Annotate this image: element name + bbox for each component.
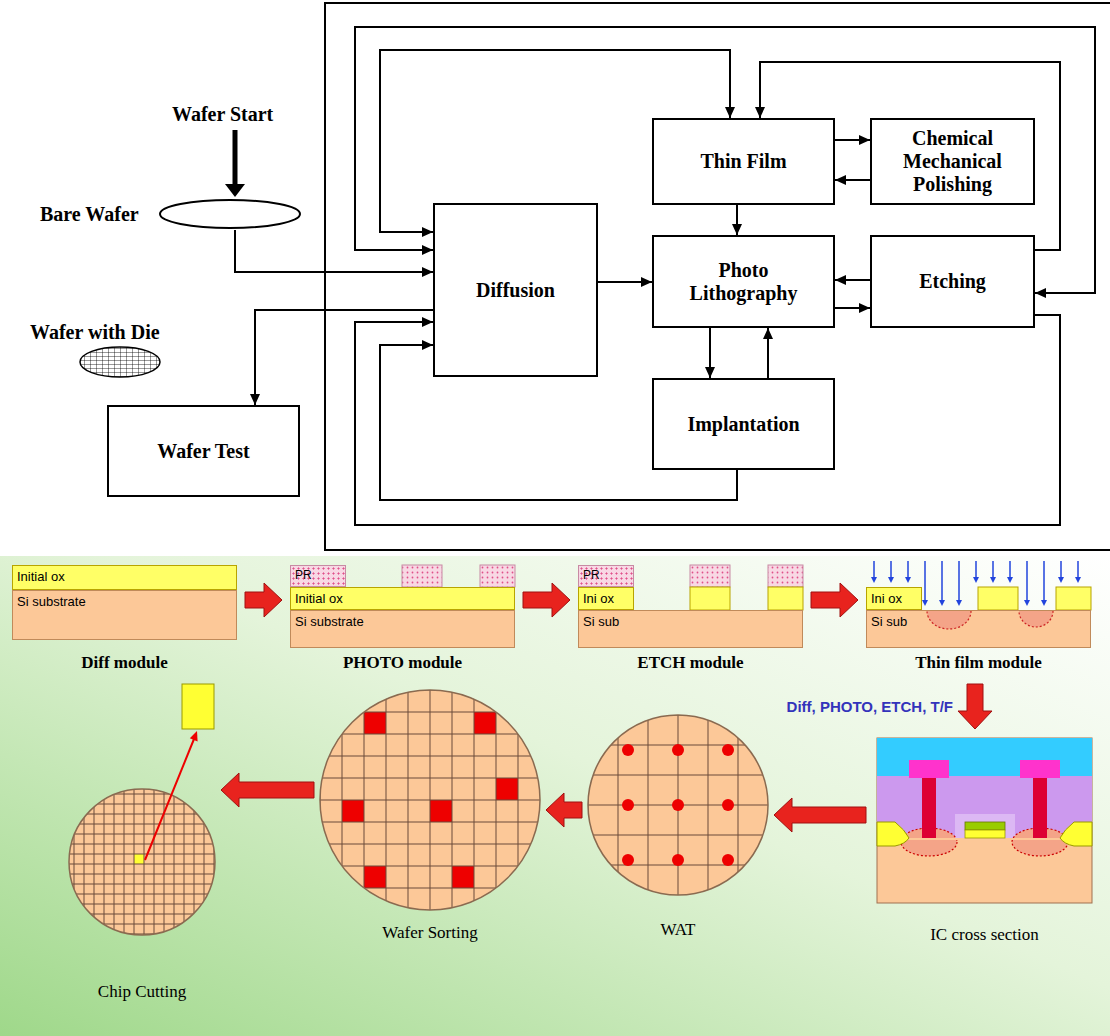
wafer-map-panel: WAT — [588, 715, 768, 945]
node-label: Chemical Mechanical Polishing — [876, 127, 1029, 196]
module-panel: ETCH module PR Ini ox Si sub — [576, 560, 805, 678]
layer-label: Ini ox — [583, 591, 614, 606]
layer-label: Initial ox — [17, 569, 65, 584]
node-label: Implantation — [687, 413, 799, 436]
process-box: Wafer Test — [107, 405, 300, 497]
caption: Diff module — [81, 652, 167, 674]
substrate-layer: Si sub — [866, 610, 1091, 648]
photoresist-blocks — [402, 565, 803, 587]
node-label: Wafer Test — [157, 440, 249, 463]
process-background — [0, 556, 1110, 1036]
layer-label: PR — [583, 568, 600, 583]
arrow-head — [859, 303, 870, 313]
arrow-head — [250, 394, 260, 405]
wafer-node: Bare Wafer — [40, 198, 302, 230]
process-box: Thin Film — [652, 118, 835, 205]
caption: PHOTO module — [343, 652, 462, 674]
caption: ETCH module — [637, 652, 743, 674]
arrow-head — [422, 245, 433, 255]
chip-die — [145, 684, 214, 860]
node-label: Diffusion — [476, 279, 555, 302]
caption: Thin film module — [915, 652, 1042, 674]
wafer-with-die — [80, 347, 160, 377]
arrow-head — [422, 267, 433, 277]
layer-label: Si substrate — [17, 594, 86, 609]
fab-frame — [325, 3, 1110, 550]
oxide-blocks — [690, 587, 1091, 610]
arrow-head — [835, 175, 846, 185]
arrow-head — [732, 224, 742, 235]
node-label: Bare Wafer — [40, 202, 139, 226]
arrow-head — [422, 340, 433, 350]
process-box: Implantation — [652, 378, 835, 470]
arrow-head — [725, 107, 735, 118]
arrow-head — [705, 367, 715, 378]
bare-wafer — [160, 200, 300, 228]
oxide-layer: Initial ox — [12, 565, 237, 590]
node-label: Wafer with Die — [30, 320, 210, 344]
illustration-panel: IC cross section — [872, 735, 1097, 950]
caption: Wafer Sorting — [382, 922, 477, 944]
process-arrow — [523, 583, 570, 617]
layer-label: Si substrate — [295, 614, 364, 629]
arrow-head — [422, 227, 433, 237]
process-box: Chemical Mechanical Polishing — [870, 118, 1035, 205]
start-arrow — [225, 130, 245, 197]
node-label: Photo Lithography — [679, 259, 809, 305]
process-arrow — [221, 773, 314, 807]
layer-label: Si sub — [871, 614, 907, 629]
oxide-layer: Ini ox — [578, 587, 634, 610]
oxide-layer: Ini ox — [866, 587, 922, 610]
node-label: Thin Film — [700, 150, 786, 173]
process-box: Photo Lithography — [652, 235, 835, 328]
arrow-head — [641, 277, 652, 287]
arrow-head — [1035, 288, 1046, 298]
process-arrow — [958, 684, 992, 729]
wafer-map-panel: Wafer Sorting — [320, 690, 540, 948]
process-box: Diffusion — [433, 203, 598, 377]
ic-cross-section — [877, 738, 1092, 903]
edge-label: Diff, PHOTO, ETCH, T/F — [787, 698, 953, 716]
arrow-head — [835, 275, 846, 285]
arrow-head — [422, 317, 433, 327]
layer-label: Si sub — [583, 614, 619, 629]
substrate-layer: Si substrate — [12, 590, 237, 640]
flow-label: Wafer Start — [172, 102, 273, 126]
caption: IC cross section — [930, 924, 1039, 946]
layer-label: Ini ox — [871, 591, 902, 606]
photoresist-layer: PR — [290, 565, 346, 587]
node-label: Etching — [919, 270, 986, 293]
process-arrow — [546, 793, 582, 827]
layer-label: PR — [295, 568, 312, 583]
process-arrow — [245, 583, 282, 617]
module-panel: Thin film module Ini ox Si sub — [864, 560, 1093, 678]
arrow-head — [859, 135, 870, 145]
caption: Chip Cutting — [98, 981, 186, 1003]
process-box: Etching — [870, 235, 1035, 328]
flow-connector — [255, 310, 433, 405]
oxide-layer: Initial ox — [290, 587, 515, 610]
module-panel: Diff module Initial ox Si substrate — [10, 560, 239, 678]
process-arrow — [774, 798, 866, 832]
wafer-maps — [69, 690, 768, 935]
substrate-layer: Si substrate — [290, 610, 515, 648]
substrate-layer: Si sub — [578, 610, 803, 648]
wafer-map-panel: Chip Cutting — [69, 789, 215, 1007]
process-arrow — [811, 583, 858, 617]
photoresist-layer: PR — [578, 565, 634, 587]
arrow-head — [755, 107, 765, 118]
arrow-head — [763, 328, 773, 339]
layer-label: Initial ox — [295, 591, 343, 606]
caption: WAT — [661, 919, 696, 941]
wafer-node: Wafer with Die — [30, 320, 210, 382]
module-panel: PHOTO module PR Initial ox Si substrate — [288, 560, 517, 678]
